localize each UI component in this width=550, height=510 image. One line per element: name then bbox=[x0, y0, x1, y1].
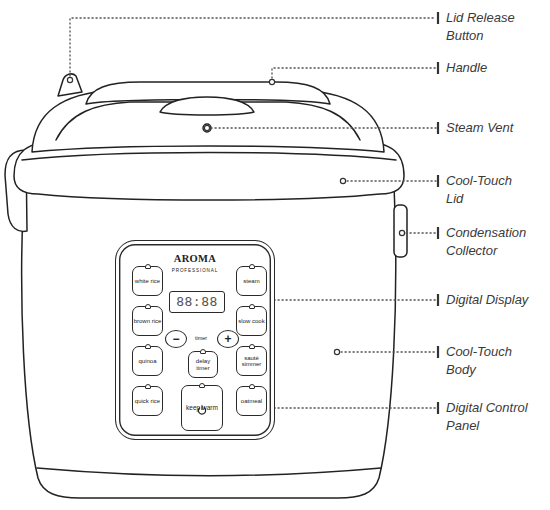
leader-dot bbox=[67, 77, 72, 82]
button-label: 88:88 bbox=[170, 295, 224, 309]
callout-label: Cool-Touch Body bbox=[446, 343, 521, 379]
leader-line bbox=[402, 232, 436, 233]
function-button: steam bbox=[236, 266, 267, 296]
callout-label: Handle bbox=[446, 59, 541, 77]
button-caption: timer bbox=[186, 335, 216, 342]
leader-tick bbox=[437, 122, 439, 134]
callout-label: Condensation Collector bbox=[446, 224, 541, 260]
button-label: delay timer bbox=[189, 358, 217, 371]
function-button: quinoa bbox=[132, 346, 163, 376]
leader-tick bbox=[437, 12, 439, 24]
power-icon bbox=[201, 405, 202, 410]
leader-line bbox=[272, 68, 436, 82]
leader-tick bbox=[437, 402, 439, 414]
button-label: steam bbox=[237, 278, 266, 284]
leader-tick bbox=[437, 62, 439, 74]
function-button: slow cook bbox=[236, 306, 267, 336]
button-label: + bbox=[218, 333, 238, 345]
lid-release-button bbox=[58, 74, 82, 96]
button-label: oatmeal bbox=[237, 398, 266, 404]
button-label: white rice bbox=[133, 278, 162, 284]
button-label: quinoa bbox=[133, 358, 162, 364]
base-line bbox=[37, 468, 381, 476]
lid-rim-line bbox=[22, 153, 396, 161]
callout-label: Digital Display bbox=[446, 291, 541, 309]
callout-label: Lid Release Button bbox=[446, 9, 541, 45]
leader-dot bbox=[340, 178, 345, 183]
function-button: white rice bbox=[132, 266, 163, 296]
leader-tick bbox=[437, 294, 439, 306]
leader-line bbox=[343, 180, 436, 181]
button-label: slow cook bbox=[237, 318, 266, 324]
minus-button: − bbox=[165, 330, 187, 348]
leader-line bbox=[270, 407, 436, 408]
leader-line bbox=[337, 351, 436, 352]
brand-subtitle: PROFESSIONAL bbox=[116, 268, 274, 274]
function-button: oatmeal bbox=[236, 386, 267, 416]
leader-dot bbox=[334, 349, 339, 354]
leader-dot bbox=[399, 230, 404, 235]
leader-line bbox=[70, 18, 436, 80]
callout-label: Steam Vent bbox=[446, 119, 541, 137]
condensation-collector bbox=[394, 205, 407, 257]
function-button: delay timer bbox=[188, 351, 218, 378]
function-button: sauté simmer bbox=[236, 346, 267, 376]
leader-line bbox=[207, 127, 436, 128]
leader-tick bbox=[437, 346, 439, 358]
button-label: brown rice bbox=[133, 318, 162, 324]
leader-dot bbox=[269, 79, 274, 84]
cooker-body bbox=[22, 185, 396, 498]
brand-logo: AROMA bbox=[116, 253, 274, 265]
vent-plate bbox=[160, 97, 254, 115]
power-icon bbox=[198, 407, 205, 414]
button-label: quick rice bbox=[133, 398, 162, 404]
button-label: keep warm bbox=[182, 405, 222, 412]
button-label: − bbox=[166, 333, 186, 345]
leader-dot bbox=[204, 125, 209, 130]
leader-tick bbox=[437, 175, 439, 187]
lid-dome bbox=[32, 90, 384, 152]
steam-vent bbox=[203, 124, 211, 132]
leader-tick bbox=[437, 227, 439, 239]
button-label: sauté simmer bbox=[237, 355, 266, 368]
power-button: keep warm bbox=[181, 385, 223, 431]
callout-label: Digital Control Panel bbox=[446, 399, 541, 435]
plus-button: + bbox=[217, 330, 239, 348]
digital-display: 88:88 bbox=[169, 291, 225, 313]
function-button: brown rice bbox=[132, 306, 163, 336]
callout-label: Cool-Touch Lid bbox=[446, 172, 521, 208]
function-button: quick rice bbox=[132, 386, 163, 416]
